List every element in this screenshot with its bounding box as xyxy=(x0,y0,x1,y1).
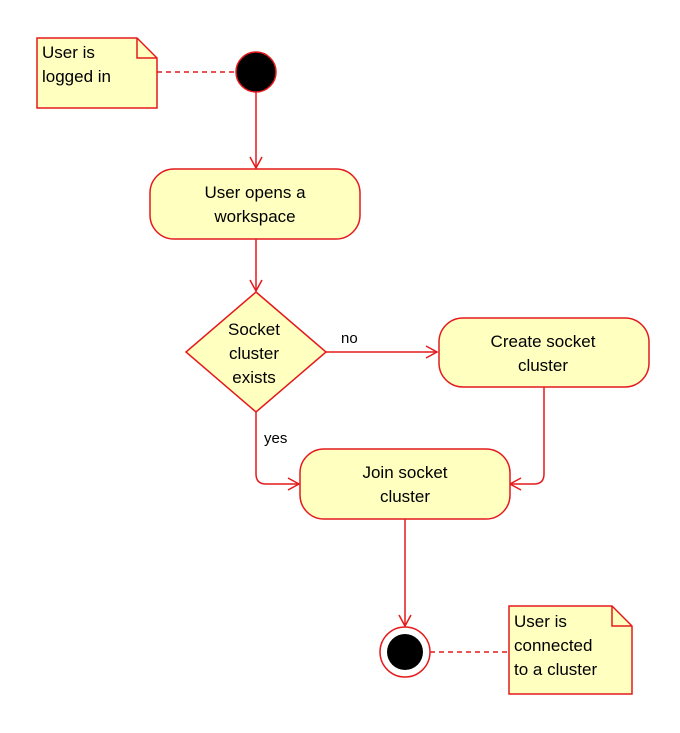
edge-create-cluster-to-join-cluster xyxy=(508,387,545,491)
action-open-workspace-line-1: User opens a xyxy=(204,183,306,202)
edge-label-yes: yes xyxy=(264,430,287,447)
note-end-line-1: User is xyxy=(514,612,567,631)
decision-line-3: exists xyxy=(232,368,275,387)
action-open-workspace-line-2: workspace xyxy=(213,207,295,226)
decision-line-1: Socket xyxy=(228,320,280,339)
edge-decision-to-join-cluster xyxy=(255,412,301,491)
action-join-cluster-line-1: Join socket xyxy=(362,463,447,482)
initial-node xyxy=(235,51,277,93)
decision-line-2: cluster xyxy=(229,344,279,363)
note-user-logged-in: User is logged in xyxy=(36,37,158,109)
note-start-line-2: logged in xyxy=(42,67,111,86)
edge-label-no: no xyxy=(341,330,358,347)
note-user-connected: User is connected to a cluster xyxy=(508,605,633,695)
final-node xyxy=(379,626,431,678)
note-start-line-1: User is xyxy=(42,43,95,62)
decision-socket-cluster-exists: Socket cluster exists xyxy=(184,291,328,413)
action-join-socket-cluster: Join socket cluster xyxy=(299,448,511,520)
action-create-cluster-line-2: cluster xyxy=(518,356,568,375)
note-end-line-3: to a cluster xyxy=(514,660,597,679)
action-join-cluster-line-2: cluster xyxy=(380,487,430,506)
action-create-socket-cluster: Create socket cluster xyxy=(438,317,650,388)
note-end-line-2: connected xyxy=(514,636,592,655)
action-create-cluster-line-1: Create socket xyxy=(491,332,596,351)
action-open-workspace: User opens a workspace xyxy=(149,168,361,240)
